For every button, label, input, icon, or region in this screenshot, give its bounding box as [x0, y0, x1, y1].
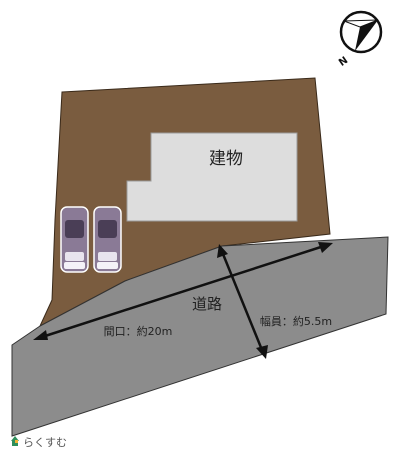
house-logo-icon	[11, 436, 19, 446]
road-width-dimension	[217, 244, 268, 359]
logo-text: らくすむ	[23, 436, 67, 449]
building-label: 建物	[209, 149, 243, 169]
road-area	[11, 236, 389, 437]
road-width-label-bg	[255, 313, 338, 328]
north-arrow-icon	[339, 10, 383, 54]
compass-label: N	[337, 55, 350, 69]
road-label: 道路	[192, 295, 222, 313]
car-icon	[93, 206, 122, 273]
frontage-dimension	[33, 242, 333, 340]
frontage-label-bg	[97, 323, 179, 338]
building-footprint	[126, 132, 298, 222]
car-icon	[60, 206, 89, 273]
frontage-label: 間口：約20m	[104, 324, 173, 338]
road-width-label: 幅員：約5.5m	[260, 314, 332, 328]
